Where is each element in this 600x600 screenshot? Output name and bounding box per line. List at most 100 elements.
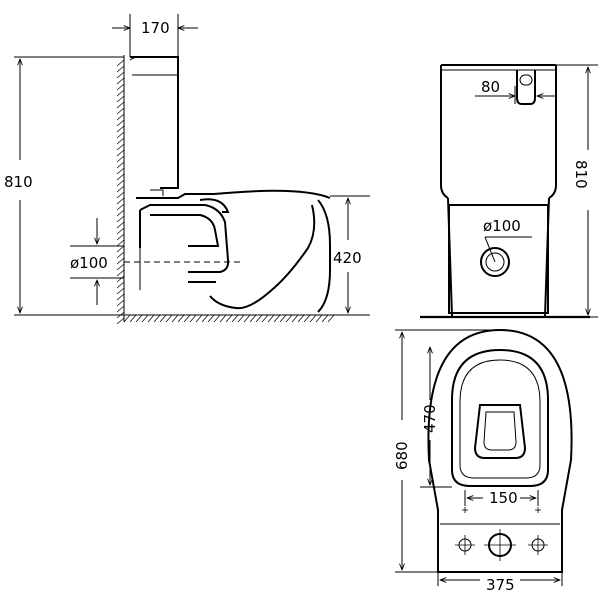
side-bowl-back: [317, 199, 331, 313]
top-seat-inner: [459, 359, 541, 479]
side-bowl-rim: [136, 189, 331, 199]
front-view: 80 ø100 810: [420, 64, 598, 319]
wall-hatch-stroke: [116, 317, 125, 325]
dim-810-front-label: 810: [572, 160, 590, 189]
floor-hatch-stroke: [189, 314, 197, 323]
wall-hatch: [116, 59, 125, 325]
wall-hatch-stroke: [116, 293, 125, 301]
front-tank-right: [548, 65, 557, 199]
wall-hatch-stroke: [116, 107, 125, 115]
top-outer-outline: [427, 328, 573, 573]
wall-hatch-stroke: [116, 71, 125, 79]
wall-hatch-stroke: [116, 137, 125, 145]
floor-hatch-stroke: [285, 314, 293, 323]
top-view: 150 680 470 375: [393, 328, 573, 594]
floor-hatch-stroke: [123, 314, 131, 323]
floor-hatch-stroke: [135, 314, 143, 323]
floor-hatch-stroke: [153, 314, 161, 323]
wall-hatch-stroke: [116, 203, 125, 211]
wall-hatch-stroke: [116, 287, 125, 295]
floor-hatch-stroke: [219, 314, 227, 323]
floor-hatch-stroke: [129, 314, 137, 323]
floor-hatch-stroke: [297, 314, 305, 323]
wall-hatch-stroke: [116, 89, 125, 97]
dim-d100-front-leader: [484, 236, 496, 263]
dim-170-label: 170: [141, 19, 170, 37]
floor-hatch-stroke: [327, 314, 335, 323]
wall-hatch-stroke: [116, 215, 125, 223]
wall-hatch-stroke: [116, 83, 125, 91]
floor-hatch-stroke: [159, 314, 167, 323]
top-drain-inner: [483, 411, 517, 451]
wall-hatch-stroke: [116, 197, 125, 205]
wall-hatch-stroke: [116, 59, 125, 67]
wall-hatch-stroke: [116, 161, 125, 169]
wall-hatch-stroke: [116, 275, 125, 283]
top-seat-outer: [451, 348, 549, 487]
wall-hatch-stroke: [116, 143, 125, 151]
side-view: 170 810 ø100 420: [4, 14, 370, 325]
wall-hatch-stroke: [116, 221, 125, 229]
floor-hatch-stroke: [213, 314, 221, 323]
floor-hatch-stroke: [171, 314, 179, 323]
floor-hatch-stroke: [207, 314, 215, 323]
floor-hatch-stroke: [321, 314, 329, 323]
floor-hatch: [123, 314, 335, 323]
wall-hatch-stroke: [116, 263, 125, 271]
floor-hatch-stroke: [315, 314, 323, 323]
floor-hatch-stroke: [243, 314, 251, 323]
wall-hatch-stroke: [116, 299, 125, 307]
floor-hatch-stroke: [279, 314, 287, 323]
floor-hatch-stroke: [255, 314, 263, 323]
wall-hatch-stroke: [116, 257, 125, 265]
side-tank-corner: [129, 56, 141, 61]
front-back-panel: [448, 204, 549, 314]
wall-hatch-stroke: [116, 173, 125, 181]
top-outlet-center: [484, 529, 516, 561]
floor-hatch-stroke: [237, 314, 245, 323]
wall-hatch-stroke: [116, 119, 125, 127]
floor-hatch-stroke: [147, 314, 155, 323]
wall-hatch-stroke: [116, 185, 125, 193]
floor-hatch-stroke: [225, 314, 233, 323]
side-seat-lip: [199, 198, 230, 213]
dim-375-label: 375: [486, 576, 515, 594]
wall-hatch-stroke: [116, 77, 125, 85]
wall-hatch-stroke: [116, 131, 125, 139]
dim-d100-front-label: ø100: [483, 217, 521, 235]
wall-hatch-stroke: [116, 125, 125, 133]
top-drain-outer: [473, 404, 527, 459]
wall-hatch-stroke: [116, 245, 125, 253]
side-tank-outline: [130, 56, 179, 189]
floor-hatch-stroke: [303, 314, 311, 323]
wall-hatch-stroke: [116, 281, 125, 289]
wall-hatch-stroke: [116, 191, 125, 199]
front-outlet-outer: [480, 247, 510, 277]
wall-hatch-stroke: [116, 269, 125, 277]
side-trap-upper: [139, 204, 230, 273]
front-flush-button-inner: [519, 74, 533, 86]
wall-hatch-stroke: [116, 167, 125, 175]
floor-hatch-stroke: [261, 314, 269, 323]
front-flush-button: [516, 70, 536, 105]
wall-hatch-stroke: [116, 95, 125, 103]
wall-hatch-stroke: [116, 209, 125, 217]
wall-hatch-stroke: [116, 113, 125, 121]
floor-hatch-stroke: [231, 314, 239, 323]
dim-810-side-label: 810: [4, 173, 33, 191]
wall-hatch-stroke: [116, 179, 125, 187]
wall-hatch-stroke: [116, 239, 125, 247]
floor-hatch-stroke: [249, 314, 257, 323]
floor-hatch-stroke: [273, 314, 281, 323]
front-tank-left: [440, 65, 449, 199]
wall-hatch-stroke: [116, 155, 125, 163]
side-flush-valve: [150, 189, 164, 196]
dim-420-label: 420: [333, 249, 362, 267]
front-outlet-inner: [485, 252, 505, 272]
dim-80-label: 80: [481, 78, 500, 96]
wall-hatch-stroke: [116, 101, 125, 109]
dim-d100-side-label: ø100: [70, 254, 108, 272]
top-bolt-right: [528, 535, 548, 555]
wall-hatch-stroke: [116, 305, 125, 313]
